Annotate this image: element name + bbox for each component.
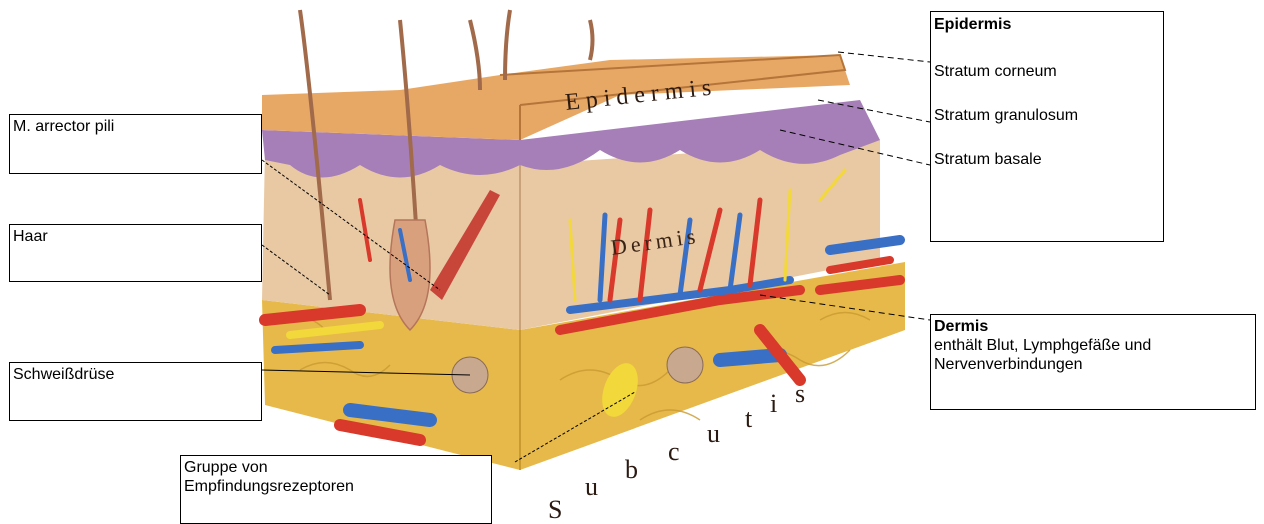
sweat-gland-callout: Schweißdrüse bbox=[9, 362, 262, 421]
subcutis-letter: b bbox=[625, 455, 638, 484]
stratum-basale-label: Stratum basale bbox=[934, 150, 1160, 170]
subcutis-letter: s bbox=[795, 379, 805, 408]
stratum-granulosum-label: Stratum granulosum bbox=[934, 106, 1160, 126]
dermis-title: Dermis bbox=[934, 317, 1252, 336]
arrector-pili-label: M. arrector pili bbox=[13, 118, 114, 135]
sweat-gland-label: Schweißdrüse bbox=[13, 366, 114, 383]
subcutis-letter: u bbox=[707, 419, 720, 448]
subcutis-letter: c bbox=[668, 437, 680, 466]
dermis-desc-line-1: enthält Blut, Lymphgefäße und bbox=[934, 336, 1252, 355]
dermis-callout: Dermis enthält Blut, Lymphgefäße und Ner… bbox=[930, 314, 1256, 410]
subcutis-letter: t bbox=[745, 404, 753, 433]
subcutis-letter: i bbox=[770, 389, 777, 418]
hair-label: Haar bbox=[13, 228, 48, 245]
receptor-label-line-2: Empfindungsrezeptoren bbox=[184, 477, 488, 496]
arrector-pili-callout: M. arrector pili bbox=[9, 114, 262, 174]
hair-callout: Haar bbox=[9, 224, 262, 282]
stratum-corneum-label: Stratum corneum bbox=[934, 62, 1160, 82]
subcutis-letter: S bbox=[548, 495, 562, 524]
epidermis-title: Epidermis bbox=[934, 14, 1160, 36]
receptor-label-line-1: Gruppe von bbox=[184, 458, 488, 477]
subcutis-letter: u bbox=[585, 472, 598, 501]
epidermis-callout: Epidermis Stratum corneum Stratum granul… bbox=[930, 11, 1164, 242]
dermis-desc-line-2: Nervenverbindungen bbox=[934, 355, 1252, 374]
receptor-callout: Gruppe von Empfindungsrezeptoren bbox=[180, 455, 492, 524]
